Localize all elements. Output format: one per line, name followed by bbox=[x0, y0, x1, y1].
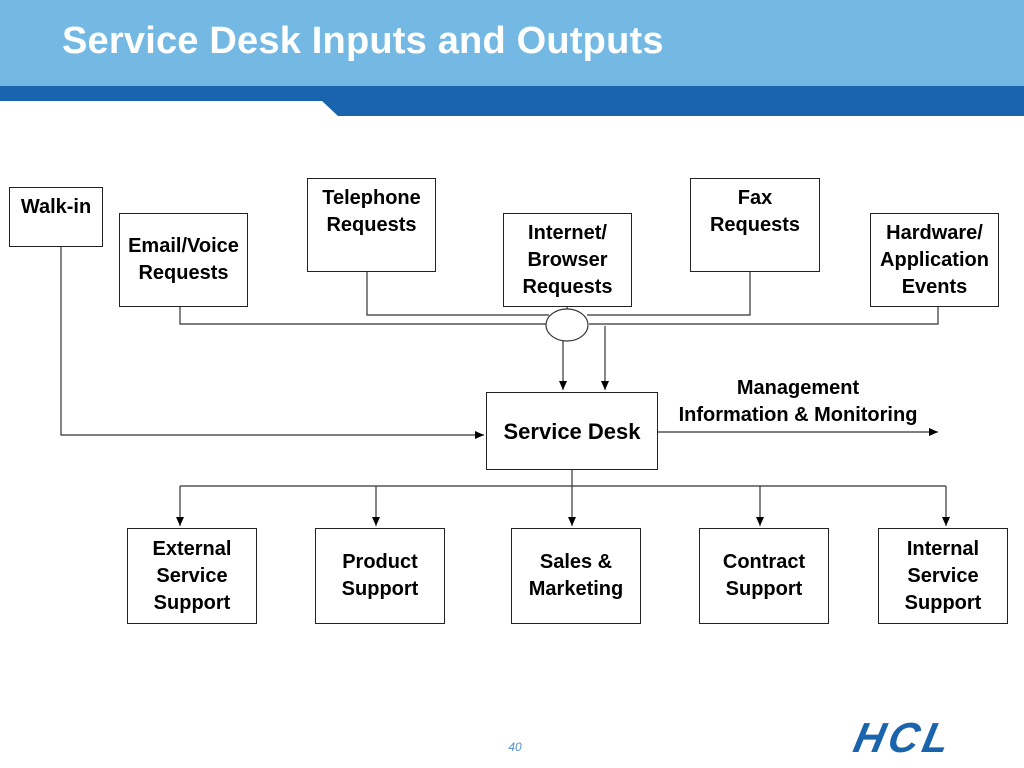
walk-in-box: Walk-in bbox=[9, 187, 103, 247]
product-support-box: Product Support bbox=[315, 528, 445, 624]
service-desk-box: Service Desk bbox=[486, 392, 658, 470]
telephone-requests-box: Telephone Requests bbox=[307, 178, 436, 272]
junction-node bbox=[545, 308, 589, 342]
hcl-logo: HCL bbox=[850, 718, 958, 758]
internet-browser-requests-box: Internet/ Browser Requests bbox=[503, 213, 632, 307]
external-service-support-box: External Service Support bbox=[127, 528, 257, 624]
header-bar bbox=[0, 0, 1024, 86]
slide-title: Service Desk Inputs and Outputs bbox=[62, 20, 664, 62]
sales-marketing-box: Sales & Marketing bbox=[511, 528, 641, 624]
internal-service-support-box: Internal Service Support bbox=[878, 528, 1008, 624]
hardware-application-events-box: Hardware/ Application Events bbox=[870, 213, 999, 307]
page-number: 40 bbox=[508, 740, 522, 754]
fax-requests-box: Fax Requests bbox=[690, 178, 820, 272]
svg-text:HCL: HCL bbox=[850, 718, 958, 758]
management-information-label: Management Information & Monitoring bbox=[678, 377, 918, 426]
contract-support-box: Contract Support bbox=[699, 528, 829, 624]
header-accent-band bbox=[0, 86, 1024, 116]
email-voice-requests-box: Email/Voice Requests bbox=[119, 213, 248, 307]
